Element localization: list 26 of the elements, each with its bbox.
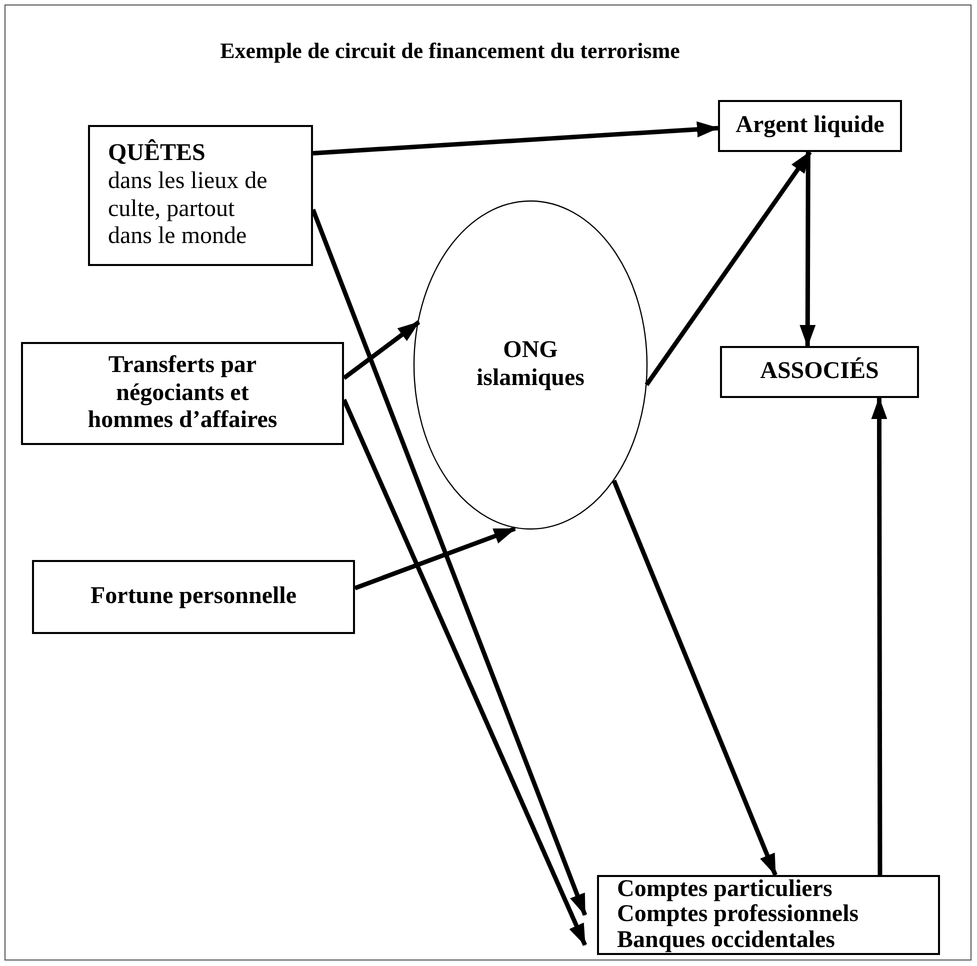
process-box [720,346,919,398]
node-label: ONG islamiques [475,337,586,393]
arrow [612,480,778,876]
node-label: QUÊTES [108,140,206,168]
process-box [597,875,940,955]
process-box [88,125,313,266]
node-label: Argent liquide [734,112,886,140]
arrow [871,397,888,875]
arrow [644,150,812,386]
process-box [21,342,344,445]
node-label: Transferts par négociants et hommes d’affaires [86,352,278,435]
node-description: Banques occidentales [617,928,836,953]
process-box [32,560,355,634]
diagram-title: Exemple de circuit de financement du terrorisme [219,38,681,64]
arrow [800,152,816,347]
arrow [312,121,719,156]
node-label: Comptes particuliers [617,877,834,902]
arrow [354,526,516,590]
arrow [342,320,420,380]
node-label: ASSOCIÉS [759,358,880,386]
node-description: dans les lieux de culte, partout dans le monde [108,168,268,251]
arrow [310,208,588,916]
node-description: Comptes professionnels [617,902,860,928]
arrow [342,398,588,946]
process-box [718,100,902,152]
node-label: Fortune personnelle [90,583,298,611]
